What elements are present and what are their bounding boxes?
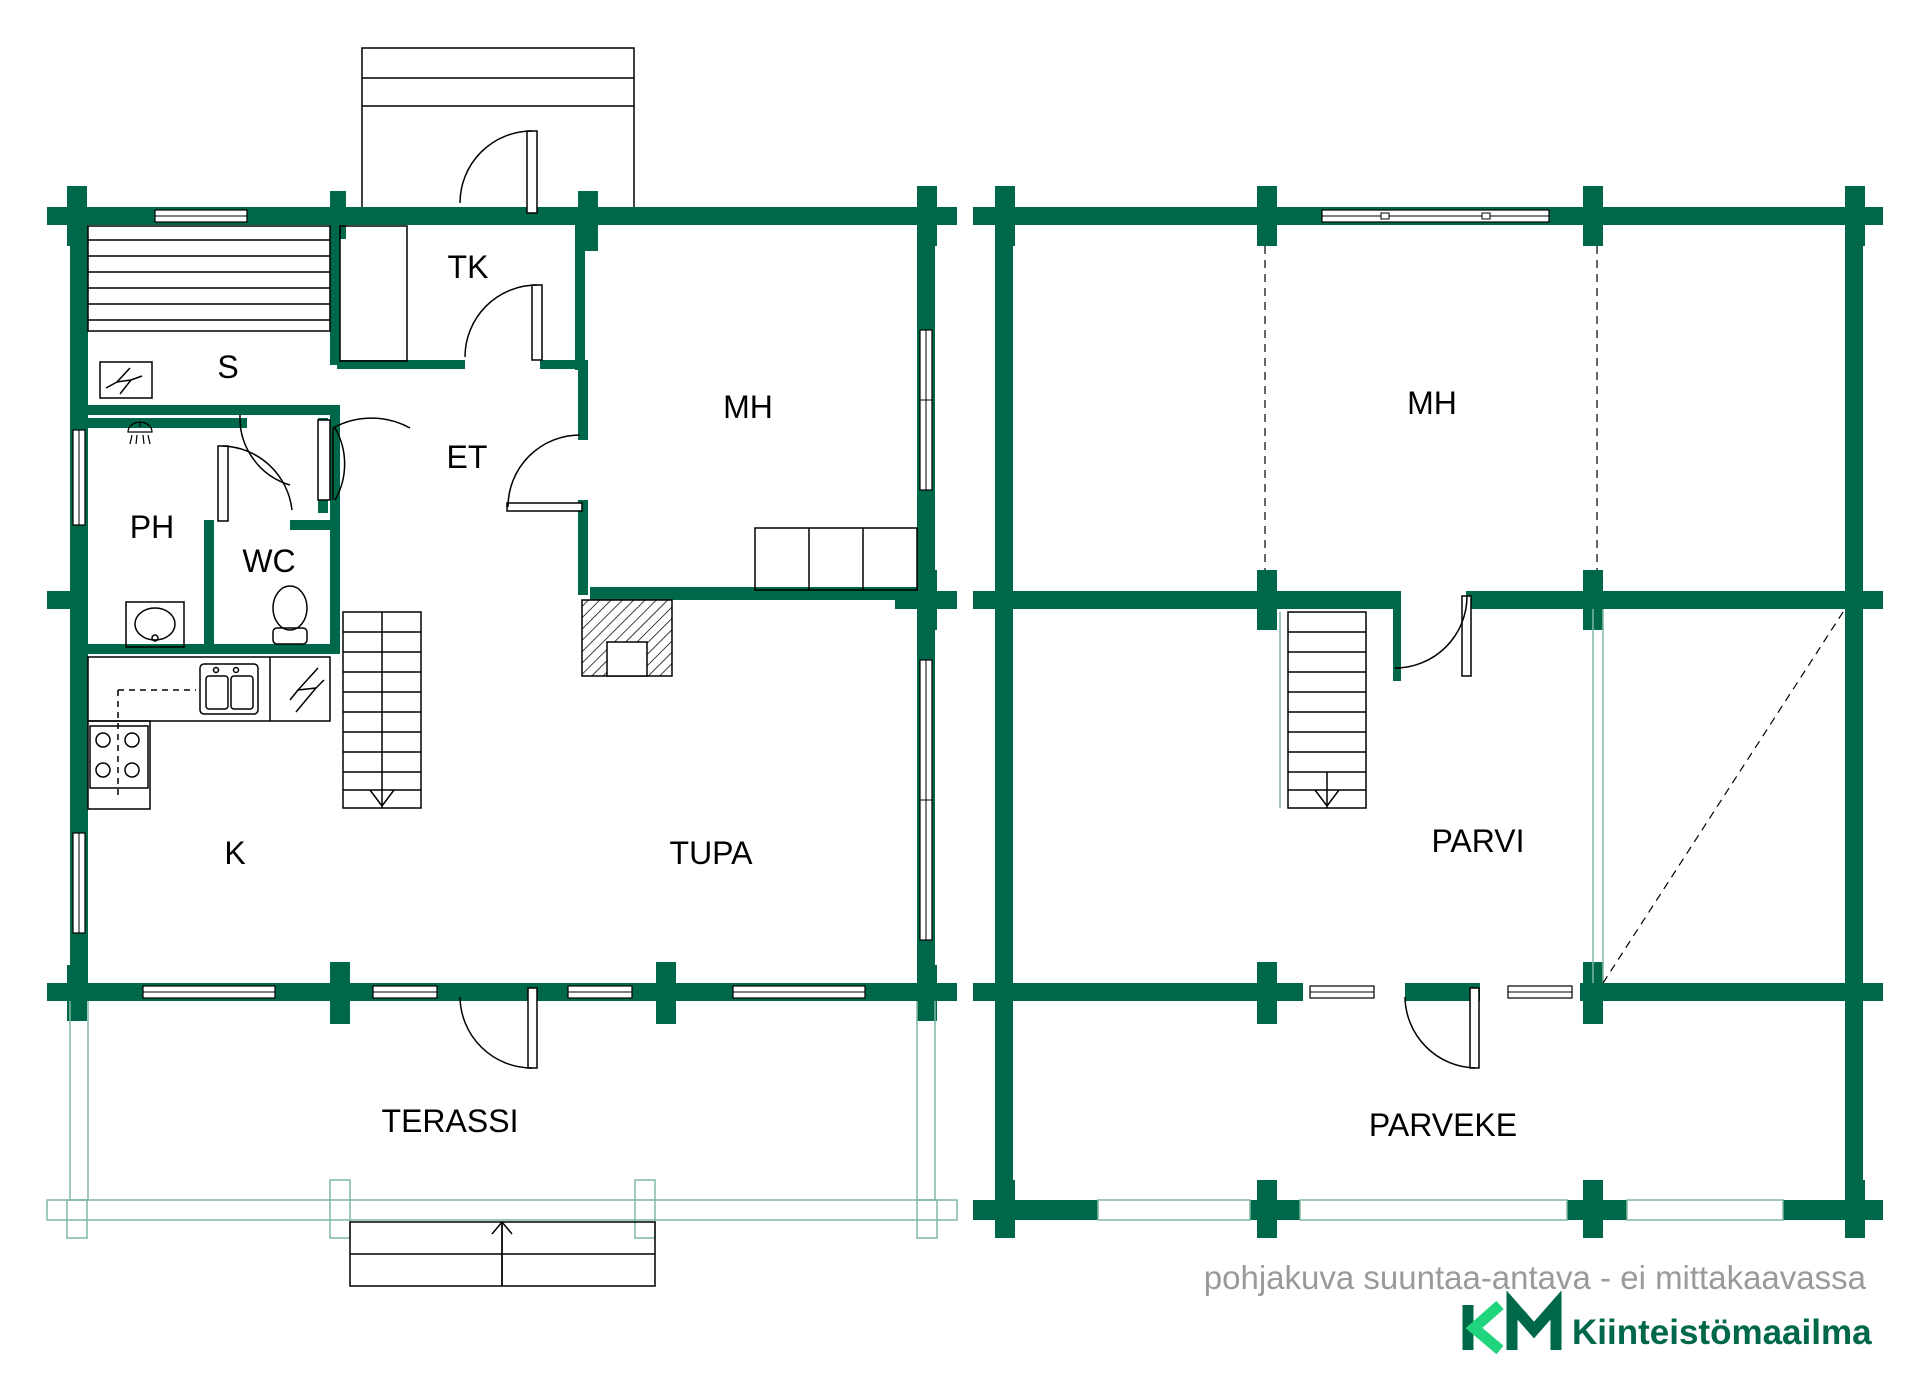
electric-panel-icon <box>289 667 325 713</box>
brand-logo: KM Kiinteistömaailma <box>1462 1290 1872 1355</box>
stairs-icon <box>342 611 422 809</box>
window-upper-mh-top <box>1321 209 1550 223</box>
ground-doors <box>217 130 583 1069</box>
balcony-railing <box>1097 609 1784 1221</box>
stove-icon <box>99 361 153 399</box>
room-label-mh: MH <box>723 389 773 425</box>
room-label-s: S <box>217 349 238 385</box>
window-k-left <box>72 832 86 934</box>
balcony-door <box>1404 987 1480 1069</box>
fireplace-icon <box>581 599 673 677</box>
window-upper-balcony-2 <box>1507 985 1573 999</box>
km-logo-icon <box>1462 1290 1562 1355</box>
shower-icon <box>127 421 153 445</box>
roof-slope-lines <box>1264 246 1846 984</box>
room-label-k: K <box>224 835 245 871</box>
upper-floor: MH PARVI PARVEKE <box>973 186 1883 1238</box>
window-tupa-bottom-2 <box>732 985 866 999</box>
room-label-et: ET <box>447 439 488 475</box>
entry-deck <box>361 47 635 209</box>
entrance-arrow-icon <box>491 1220 513 1286</box>
mh-wardrobes <box>754 527 918 591</box>
window-ph-left <box>72 429 86 526</box>
sauna-benches <box>87 225 331 332</box>
terrace-railing <box>46 1001 958 1239</box>
room-label-parvi: PARVI <box>1431 823 1524 859</box>
room-label-terassi: TERASSI <box>382 1103 519 1139</box>
window-mh-right <box>919 329 933 491</box>
upper-stairs-icon <box>1279 611 1367 809</box>
upper-walls <box>973 186 1883 1238</box>
ground-floor: TK S ET MH PH WC K TUPA TERASSI <box>46 47 958 1287</box>
room-label-tk: TK <box>448 249 489 285</box>
room-label-wc: WC <box>242 543 295 579</box>
window-tupa-right <box>919 659 933 941</box>
tk-closet <box>339 225 408 362</box>
sink-icon <box>125 601 185 648</box>
window-upper-balcony-1 <box>1309 985 1375 999</box>
room-label-ph: PH <box>130 509 174 545</box>
room-label-parveke: PARVEKE <box>1369 1107 1517 1143</box>
brand-name: Kiinteistömaailma <box>1572 1313 1872 1352</box>
window-sauna-top <box>154 209 248 223</box>
toilet-icon <box>272 585 308 645</box>
upper-door <box>1394 595 1472 677</box>
room-label-upper-mh: MH <box>1407 385 1457 421</box>
window-k-bottom <box>142 985 276 999</box>
kitchen-counters <box>87 656 331 810</box>
window-tupa-bottom-1 <box>567 985 633 999</box>
room-label-tupa: TUPA <box>670 835 754 871</box>
kitchen-sink-icon <box>199 663 259 715</box>
cooktop-icon <box>89 725 149 789</box>
disclaimer-text: pohjakuva suuntaa-antava - ei mittakaava… <box>1204 1259 1867 1296</box>
window-et-bottom <box>372 985 438 999</box>
